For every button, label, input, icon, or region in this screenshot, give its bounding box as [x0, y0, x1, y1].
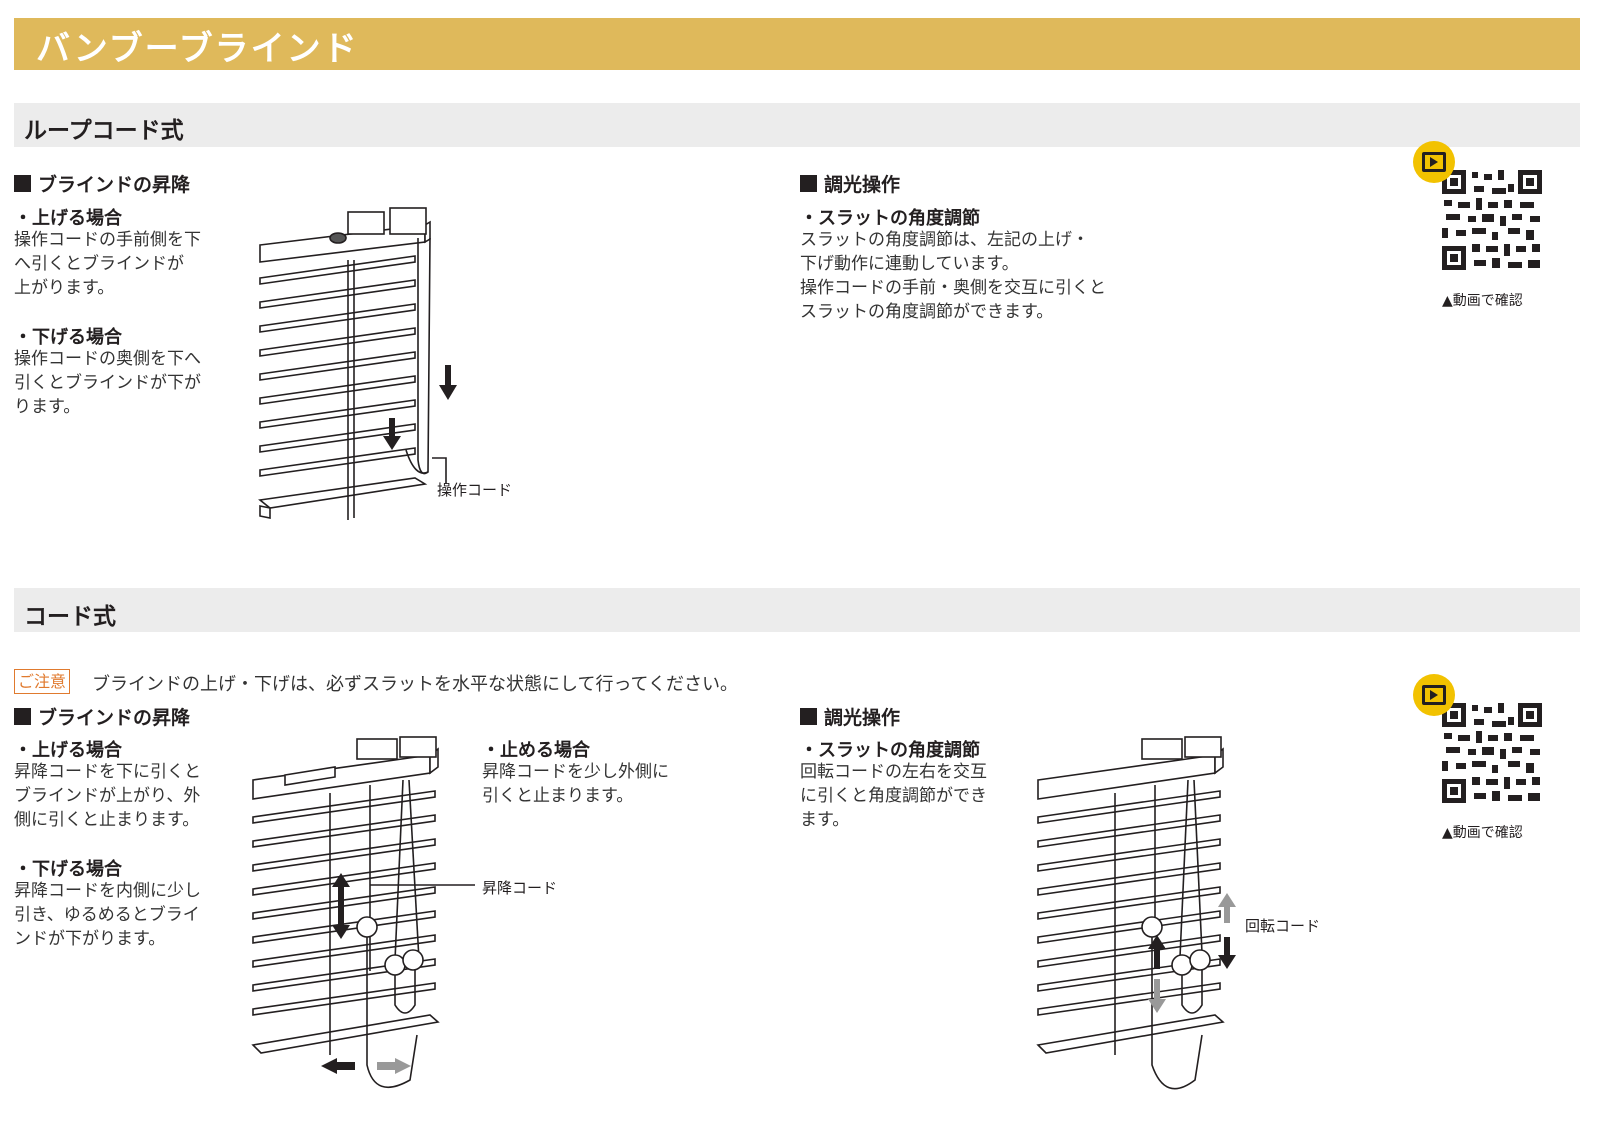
dimming-heading-2: 調光操作	[800, 703, 900, 730]
video-play-icon	[1413, 141, 1455, 183]
page-title: バンブーブラインド	[36, 29, 359, 69]
lift-heading-2-label: ブラインドの昇降	[38, 707, 191, 729]
loop-cord-blind-illustration	[258, 207, 457, 520]
raise-title-1: ・上げる場合	[14, 208, 122, 229]
raise-text-1: 操作コードの手前側を下 へ引くとブラインドが 上がります。	[14, 230, 201, 298]
section-bar-loop-cord	[14, 103, 1580, 147]
qr-code-1[interactable]	[1412, 140, 1552, 280]
angle-text-2: 回転コードの左右を交互 に引くと角度調節ができ ます。	[800, 762, 987, 830]
lower-title-1: ・下げる場合	[14, 327, 122, 348]
tilt-cord-callout: 回転コード	[1245, 917, 1321, 935]
stop-title-2: ・止める場合	[482, 740, 590, 761]
square-bullet-icon	[14, 175, 31, 192]
title-bar	[14, 18, 1580, 70]
angle-title-1: ・スラットの角度調節	[800, 208, 980, 229]
section-heading-loop-cord: ループコード式	[24, 118, 184, 144]
tilt-cord-blind-illustration	[1036, 736, 1236, 1090]
raise-text-2: 昇降コードを下に引くと ブラインドが上がり、外 側に引くと止まります。	[14, 762, 201, 830]
dimming-heading-1-label: 調光操作	[824, 174, 901, 196]
section-bar-cord	[14, 588, 1580, 632]
square-bullet-icon	[14, 708, 31, 725]
qr-caption-2: ▲動画で確認	[1442, 825, 1523, 841]
lower-title-2: ・下げる場合	[14, 859, 122, 880]
lift-heading-1: ブラインドの昇降	[14, 170, 190, 197]
square-bullet-icon	[800, 708, 817, 725]
dimming-heading-2-label: 調光操作	[824, 707, 901, 729]
lower-text-1: 操作コードの奥側を下へ 引くとブラインドが下が ります。	[14, 349, 201, 417]
caution-text: ブラインドの上げ・下げは、必ずスラットを水平な状態にして行ってください。	[92, 674, 739, 695]
lift-heading-1-label: ブラインドの昇降	[38, 174, 191, 196]
lift-cord-callout: 昇降コード	[482, 879, 558, 897]
qr-code-2[interactable]	[1412, 673, 1552, 813]
stop-text-2: 昇降コードを少し外側に 引くと止まります。	[482, 762, 669, 806]
raise-title-2: ・上げる場合	[14, 740, 122, 761]
angle-title-2: ・スラットの角度調節	[800, 740, 980, 761]
dimming-heading-1: 調光操作	[800, 170, 900, 197]
video-play-icon	[1413, 674, 1455, 716]
lift-heading-2: ブラインドの昇降	[14, 703, 190, 730]
caution-badge: ご注意	[14, 669, 71, 694]
square-bullet-icon	[800, 175, 817, 192]
section-heading-cord: コード式	[24, 604, 116, 630]
cord-blind-illustration	[251, 736, 475, 1089]
angle-text-1: スラットの角度調節は、左記の上げ・ 下げ動作に連動しています。 操作コードの手前…	[800, 230, 1106, 322]
lower-text-2: 昇降コードを内側に少し 引き、ゆるめるとブライ ンドが下がります。	[14, 881, 201, 949]
operation-cord-callout: 操作コード	[437, 481, 513, 499]
qr-caption-1: ▲動画で確認	[1442, 293, 1523, 309]
